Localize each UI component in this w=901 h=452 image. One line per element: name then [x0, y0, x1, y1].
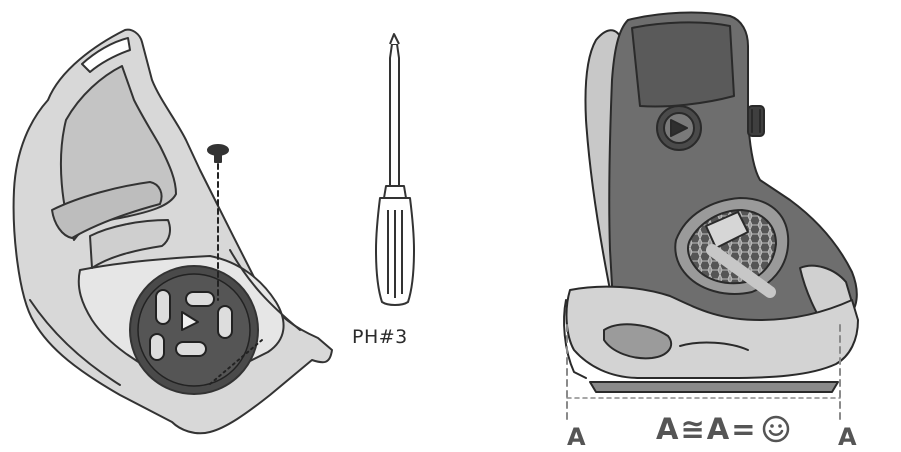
- boot-in-binding-illustration: [564, 13, 858, 420]
- boot-tongue: [632, 22, 734, 106]
- centering-equation: A ≅ A =: [656, 412, 790, 446]
- equation-rhs: A: [707, 412, 729, 446]
- smiley-face-icon: [762, 415, 790, 443]
- screwdriver-size-label: PH#3: [352, 326, 408, 348]
- mounting-screw: [208, 145, 228, 162]
- boa-dial-icon: [657, 106, 701, 150]
- marker-a-left: A: [567, 423, 586, 451]
- equals-symbol: =: [731, 412, 755, 446]
- snowboard-deck: [590, 382, 838, 392]
- approx-symbol: ≅: [680, 412, 704, 446]
- side-dial-icon: [748, 106, 764, 136]
- marker-a-right: A: [838, 423, 857, 451]
- equation-lhs: A: [656, 412, 678, 446]
- binding-illustration: [14, 30, 332, 434]
- screwdriver-icon: [376, 34, 414, 305]
